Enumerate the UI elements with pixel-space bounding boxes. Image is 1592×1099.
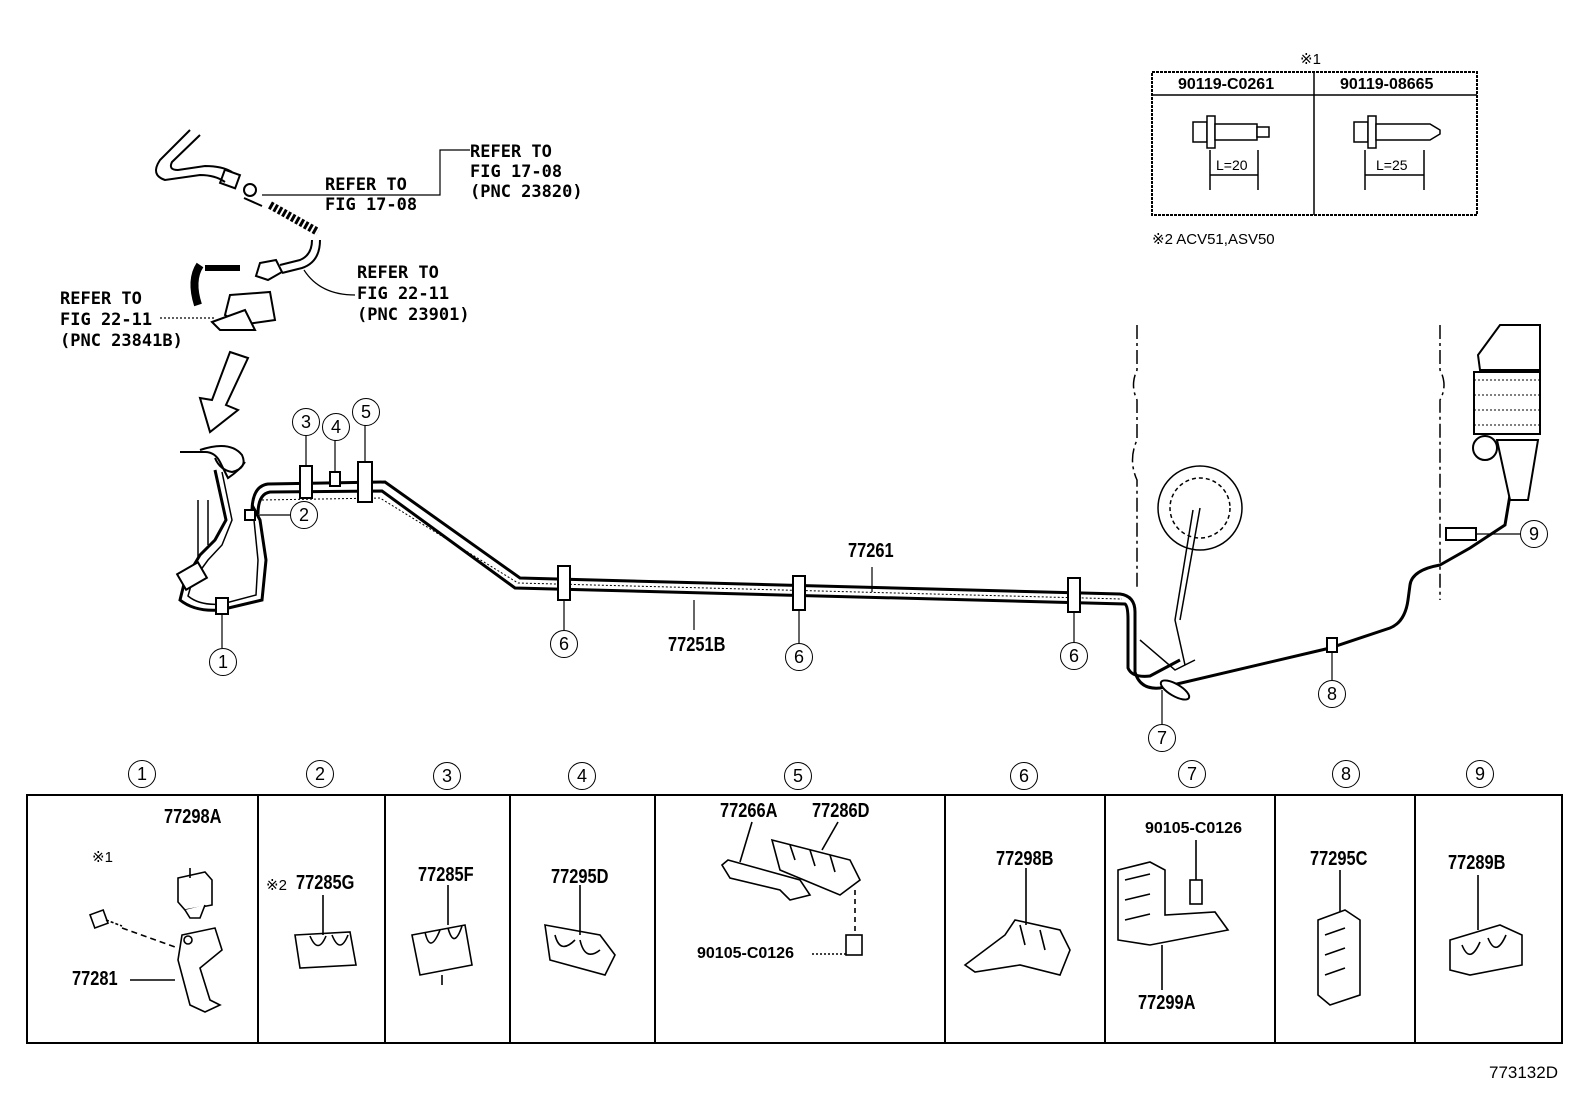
clamp-icon [243,183,263,207]
panel-7-part-a: 90105-C0126 [1145,820,1242,837]
ref3-line1: REFER TO [357,263,439,283]
diagram-code: 773132D [1488,1063,1558,1082]
brake-tube-77251B [256,489,1181,678]
ref1-line3: (PNC 23820) [470,182,583,202]
panel-2-part: 77285G [296,872,355,894]
note-acv51: ※2 ACV51,ASV50 [1152,231,1275,248]
fuel-hose-illustration [155,129,242,190]
bolt-icon [1192,115,1441,190]
panel-3-part: 77285F [418,864,474,886]
panel-6-part: 77298B [996,848,1054,870]
ref3-line3: (PNC 23901) [357,305,470,325]
bolt-table [1151,71,1478,216]
ref4-line2: FIG 22-11 [60,310,153,330]
part-77295C-icon [1317,870,1361,1006]
panel-1-number: 1 [128,760,156,788]
bolt-table-col1-len: L=20 [1216,157,1248,173]
hose-end-icon [268,201,320,236]
panel-5-number: 5 [784,762,812,790]
callout-7: 7 [1148,724,1176,752]
part-77281-icon [177,927,223,1013]
panel-8-number: 8 [1332,760,1360,788]
bolt-table-note: ※1 [1300,51,1321,68]
part-77289B-icon [1449,875,1523,976]
part-77266A-icon [720,821,812,901]
fuel-line-connector-illustration [190,239,321,331]
reference-leaders [160,149,470,319]
callout-1: 1 [209,648,237,676]
tube-clamps [215,461,1477,653]
part-77261-label: 77261 [848,540,894,562]
part-77295D-icon [544,885,616,976]
panel-4-number: 4 [568,762,596,790]
callout-6b: 6 [785,643,813,671]
bolt-table-col1-part: 90119-C0261 [1178,76,1275,93]
panel-5-part-c: 90105-C0126 [697,945,794,962]
panel-2-number: 2 [306,760,334,788]
panel-9-number: 9 [1466,760,1494,788]
panel-1-part-b: 77281 [72,968,118,990]
panel-5-part-b: 77286D [812,800,870,822]
bolt-table-col2-part: 90119-08665 [1340,76,1434,93]
part-77285F-icon [411,885,473,985]
panel-8-part: 77295C [1310,848,1368,870]
callout-9: 9 [1520,520,1548,548]
panel-7-part-b: 77299A [1138,992,1196,1014]
panel-4-part: 77295D [551,866,609,888]
callout-leaders [221,424,1520,724]
fuel-tank-outline [1131,325,1445,701]
panel-1-note: ※1 [92,849,113,866]
panel-3-number: 3 [433,762,461,790]
callout-3: 3 [292,408,320,436]
brake-tube-left-section [175,445,268,612]
direction-arrow-icon [198,350,250,434]
callout-2: 2 [290,501,318,529]
ref4-line3: (PNC 23841B) [60,331,183,351]
filler-neck-illustration [1472,324,1541,501]
callout-6a: 6 [550,630,578,658]
panel-6-number: 6 [1010,762,1038,790]
callout-4: 4 [322,413,350,441]
ref1-line1: REFER TO [470,142,552,162]
part-77251B-label: 77251B [668,634,726,656]
detail-panels [26,794,1563,1044]
panel-1-part-a: 77298A [164,806,222,828]
part-77298B-icon [963,868,1071,976]
callout-5: 5 [352,398,380,426]
ref2-line2: FIG 17-08 [325,195,418,215]
brake-tube-77261 [250,480,1512,690]
callout-6c: 6 [1060,642,1088,670]
panel-9-part: 77289B [1448,852,1506,874]
part-77285G-icon [294,895,357,969]
ref3-line2: FIG 22-11 [357,284,450,304]
bolt-table-col2-len: L=25 [1376,157,1408,173]
part-77298A-icon [177,868,213,919]
callout-8: 8 [1318,680,1346,708]
panel-7-number: 7 [1178,760,1206,788]
part-77286D-icon [770,821,863,956]
part-77299A-icon [1117,840,1230,990]
panel-2-note: ※2 [266,877,287,894]
panel-5-part-a: 77266A [720,800,778,822]
bolt-small-icon [89,909,179,949]
ref4-line1: REFER TO [60,289,142,309]
ref1-line2: FIG 17-08 [470,162,563,182]
ref2-line1: REFER TO [325,175,407,195]
